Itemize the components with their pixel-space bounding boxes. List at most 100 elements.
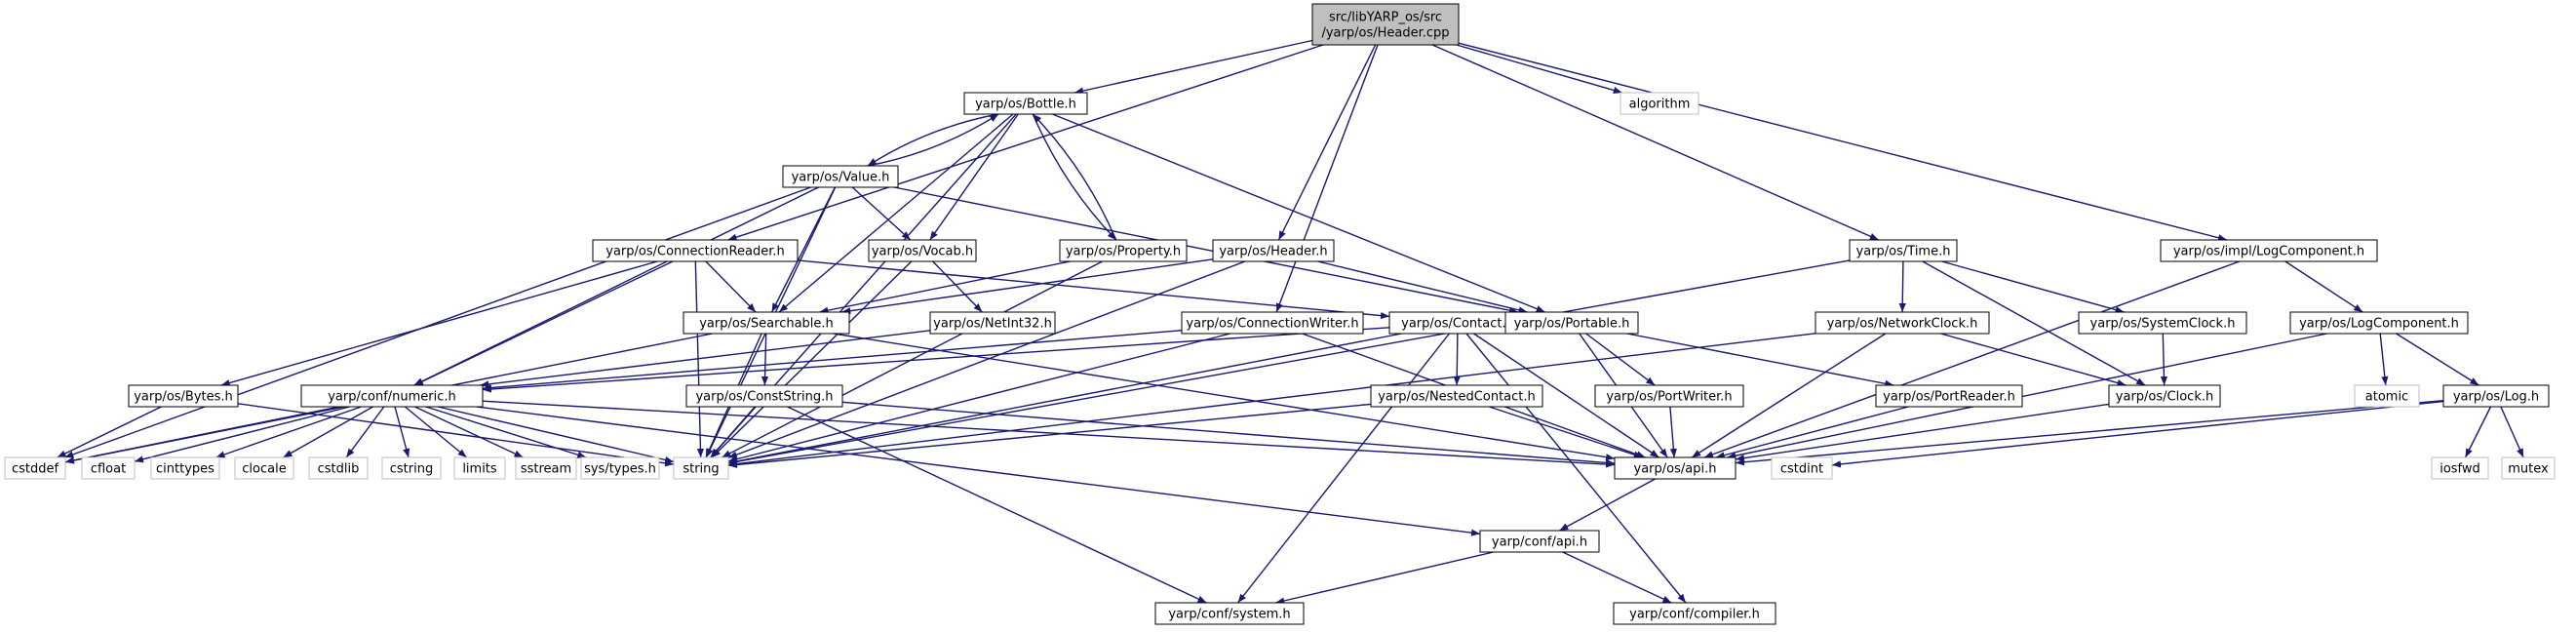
node-yarp-os-header-h[interactable]: yarp/os/Header.h [1212,239,1335,262]
edge-conststring-to-osapi [841,401,1616,466]
node-yarp-os-time-h[interactable]: yarp/os/Time.h [1849,239,1958,262]
edge-numeric-to-string [437,406,675,463]
node-yarp-os-nestedcontact-h[interactable]: yarp/os/NestedContact.h [1370,384,1543,408]
node-yarp-os-bottle-h[interactable]: yarp/os/Bottle.h [963,92,1088,115]
node-yarp-os-networkclock-h[interactable]: yarp/os/NetworkClock.h [1815,311,1990,335]
edge-vocab-to-netint32 [932,260,983,313]
node-box [2354,384,2420,408]
edge-value-to-bottle [867,113,999,167]
node-label: yarp/os/Bytes.h [134,390,233,405]
node-label: yarp/os/Vocab.h [872,245,973,259]
node-label: yarp/os/NetworkClock.h [1827,317,1978,332]
node-yarp-os-systemclock-h[interactable]: yarp/os/SystemClock.h [2078,311,2247,335]
node-box [1613,602,1776,625]
node-label: yarp/os/Searchable.h [699,317,834,332]
edge-connwriter-to-numeric [482,330,1183,392]
node-box [963,92,1088,115]
node-yarp-os-api-h[interactable]: yarp/os/api.h [1614,456,1737,480]
edge-osapi-to-confapi [1559,478,1656,532]
node-iosfwd: iosfwd [2431,456,2489,480]
edge-netclock-to-clock [1940,333,2127,387]
edge-property-to-bottle [1032,113,1117,241]
node-yarp-os-vocab-h[interactable]: yarp/os/Vocab.h [868,239,977,262]
node-yarp-os-portwriter-h[interactable]: yarp/os/PortWriter.h [1594,384,1744,408]
edge-numeric-to-confapi [476,406,1481,536]
edge-root-to-impllog [1458,42,2228,242]
node-box [929,311,1056,335]
node-label: yarp/os/impl/LogComponent.h [2173,245,2364,259]
node-label: yarp/os/NestedContact.h [1378,390,1536,405]
node-label: yarp/os/ConnectionReader.h [605,245,785,259]
node-box [2289,311,2469,335]
node-yarp-os-connectionreader-h[interactable]: yarp/os/ConnectionReader.h [592,239,799,262]
edge-searchable-to-conststring [761,333,769,386]
edge-netclock-to-string [727,333,1816,468]
node-yarp-os-value-h[interactable]: yarp/os/Value.h [782,165,899,188]
edge-conststring-to-confsystem [787,406,1207,604]
node-yarp-os-property-h[interactable]: yarp/os/Property.h [1059,239,1188,262]
node-yarp-os-conststring-h[interactable]: yarp/os/ConstString.h [685,384,843,408]
node-box [1212,239,1335,262]
edge-logcomp-to-atomic [2379,333,2389,386]
edge-bottle-to-portable [1052,113,1545,313]
node-yarp-os-impl-logcomponent-h[interactable]: yarp/os/impl/LogComponent.h [2160,239,2378,262]
node-yarp-os-contact-h[interactable]: yarp/os/Contact.h [1388,311,1527,335]
edge-searchable-to-osapi [833,333,1616,461]
node-label: yarp/os/api.h [1634,462,1717,477]
node-box [685,384,843,408]
edge-log-to-cstdint [1831,400,2444,468]
edge-root-to-algorithm [1456,44,1622,94]
node-yarp-conf-numeric-h[interactable]: yarp/conf/numeric.h [300,384,484,408]
edge-property-to-string [722,260,1103,458]
node-label: limits [462,462,497,477]
node-label: algorithm [1629,98,1691,112]
node-atomic: atomic [2354,384,2420,408]
edge-numeric-to-systypes [425,406,587,458]
node-label: yarp/os/NetInt32.h [933,317,1052,332]
node-yarp-os-log-h[interactable]: yarp/os/Log.h [2442,384,2550,408]
edge-sysclock-to-clock [2160,333,2168,386]
node-label: src/libYARP_os/src [1329,11,1442,25]
edge-contact-to-nestedcontact [1453,333,1461,386]
edge-value-to-numeric [413,186,819,386]
node-label: yarp/os/Header.h [1219,245,1327,259]
node-label: yarp/os/PortWriter.h [1606,390,1732,405]
node-box [1370,384,1543,408]
node-yarp-os-netint32-h[interactable]: yarp/os/NetInt32.h [929,311,1056,335]
node-sys-types-h: sys/types.h [580,456,660,480]
node-yarp-conf-api-h[interactable]: yarp/conf/api.h [1479,530,1600,553]
edge-header-to-string [727,260,1246,459]
node-yarp-os-searchable-h[interactable]: yarp/os/Searchable.h [683,311,850,335]
node-label: yarp/os/PortReader.h [1883,390,2015,405]
node-yarp-os-logcomponent-h[interactable]: yarp/os/LogComponent.h [2289,311,2469,335]
node-yarp-conf-system-h[interactable]: yarp/conf/system.h [1154,602,1305,625]
node-cstddef: cstddef [4,456,66,480]
node-yarp-os-bytes-h[interactable]: yarp/os/Bytes.h [128,384,239,408]
node-algorithm: algorithm [1620,92,1699,115]
edge-header-to-portable [1317,260,1528,314]
edge-bytes-to-string [237,403,675,467]
node-clocale: clocale [234,456,294,480]
edge-vocab-to-string [711,260,913,458]
node-label: yarp/conf/compiler.h [1629,608,1760,622]
node-yarp-conf-compiler-h[interactable]: yarp/conf/compiler.h [1613,602,1776,625]
edge-property-to-searchable [819,260,1071,314]
edge-impllog-to-osapi [1703,260,2241,458]
edge-numeric-to-cstddef [64,406,339,464]
node-label: yarp/os/Property.h [1066,245,1181,259]
edge-numeric-to-osapi [482,400,1616,468]
node-box [2442,384,2550,408]
node-yarp-os-portreader-h[interactable]: yarp/os/PortReader.h [1875,384,2023,408]
edge-log-to-iosfwd [2464,406,2492,458]
node-yarp-os-clock-h[interactable]: yarp/os/Clock.h [2108,384,2221,408]
node-box [515,456,577,480]
edge-logcomp-to-log [2396,333,2479,386]
node-box [592,239,799,262]
node-yarp-os-connectionwriter-h[interactable]: yarp/os/ConnectionWriter.h [1181,311,1364,335]
node-label: yarp/os/ConstString.h [695,390,833,405]
node-src-libyarp-os-src-yarp-os-header-cpp[interactable]: src/libYARP_os/src/yarp/os/Header.cpp [1311,3,1460,46]
node-label: atomic [2365,390,2408,405]
edge-bottle-to-property [1032,113,1117,241]
edge-connwriter-to-string [727,333,1230,463]
node-yarp-os-portable-h[interactable]: yarp/os/Portable.h [1504,311,1639,335]
